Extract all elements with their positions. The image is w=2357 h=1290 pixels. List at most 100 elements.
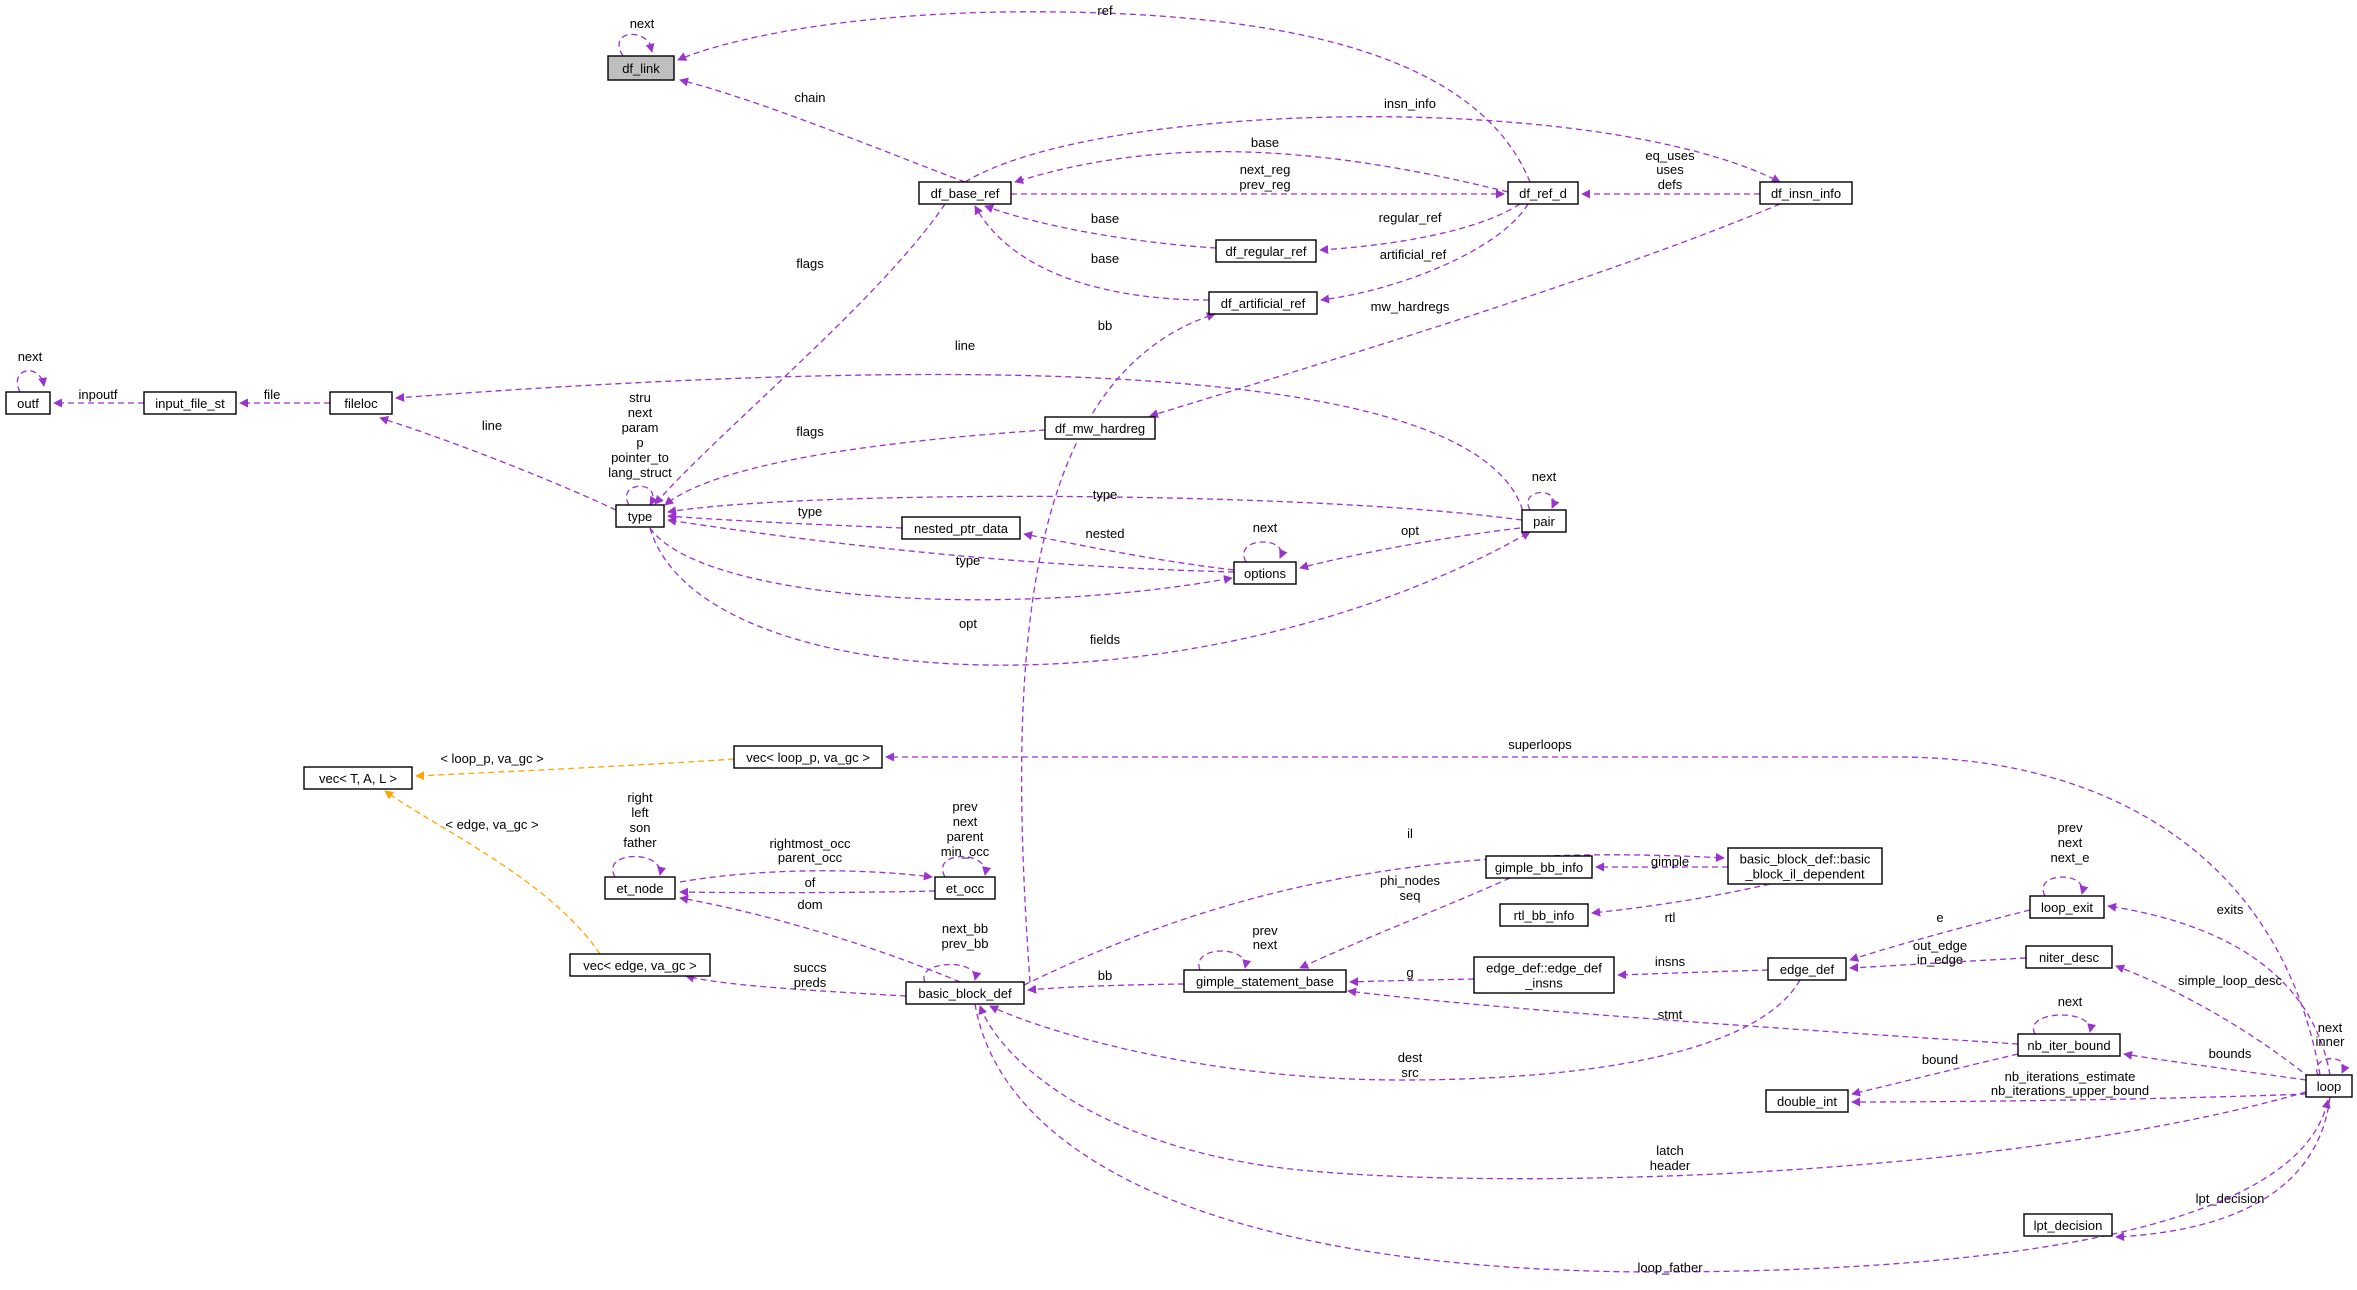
edge-line	[1020, 312, 1216, 983]
node-box	[901, 516, 1021, 540]
edge-line	[664, 429, 1046, 506]
node-df-artificial-ref[interactable]: df_artificial_ref	[1208, 291, 1318, 315]
node-box	[1759, 181, 1853, 205]
node-niter-desc[interactable]: niter_desc	[2025, 945, 2113, 969]
node-outf[interactable]: outf	[5, 391, 51, 415]
edge-label: exits	[2217, 902, 2244, 917]
edge-line	[1319, 203, 1521, 254]
nodes-layer: df_link df_base_ref df_ref_d df_insn_infodf…	[5, 55, 2353, 1237]
edge-outf-to-outf: next	[16, 349, 48, 393]
edge-label: next	[2058, 835, 2083, 850]
node-input-file-st[interactable]: input_file_st	[143, 391, 237, 415]
edge-label: p	[636, 435, 643, 450]
node-label: basic_block_def	[918, 986, 1012, 1001]
edge-gimple_statement_base-to-basic_block_def: bb	[1027, 968, 1185, 994]
node-label: rtl_bb_info	[1514, 908, 1575, 923]
edge-label: next	[18, 349, 43, 364]
edge-label: next	[1253, 520, 1278, 535]
node-nb-iter-bound[interactable]: nb_iter_bound	[2017, 1033, 2121, 1057]
node-label: _block_il_dependent	[1744, 867, 1865, 882]
edge-label: type	[1093, 487, 1118, 502]
node-options[interactable]: options	[1233, 561, 1297, 585]
node-box	[143, 391, 237, 415]
edge-label: base	[1091, 251, 1119, 266]
edge-options-to-options: next	[1243, 520, 1288, 563]
edge-label: next_reg	[1240, 162, 1291, 177]
node-basic-block-def[interactable]: basic_block_def	[905, 981, 1025, 1005]
node-df-regular-ref[interactable]: df_regular_ref	[1215, 239, 1317, 263]
node-vec-T-A-L[interactable]: vec< T, A, L >	[303, 766, 413, 790]
node-label: input_file_st	[155, 396, 225, 411]
node-nested-ptr-data[interactable]: nested_ptr_data	[901, 516, 1021, 540]
edge-label: dom	[797, 897, 822, 912]
edge-label: right	[627, 790, 653, 805]
node-label: niter_desc	[2039, 950, 2099, 965]
node-et-occ[interactable]: et_occ	[934, 876, 996, 900]
edge-label: base	[1091, 211, 1119, 226]
node-box	[1521, 509, 1567, 533]
edge-line	[923, 963, 982, 983]
edge-fileloc-to-input_file_st: file	[239, 387, 330, 408]
node-type[interactable]: type	[615, 504, 665, 528]
node-vec-loop-p[interactable]: vec< loop_p, va_gc >	[733, 745, 883, 769]
node-lpt-decision[interactable]: lpt_decision	[2023, 1213, 2113, 1237]
edge-vec_loop_p-to-vec_T_A_L: < loop_p, va_gc >	[415, 751, 735, 781]
node-edge-def-insns[interactable]: edge_def::edge_def_insns	[1473, 956, 1615, 994]
node-label: edge_def	[1780, 962, 1835, 977]
edge-label: prev_reg	[1239, 177, 1290, 192]
edge-line	[1243, 541, 1288, 563]
node-df-mw-hardreg[interactable]: df_mw_hardreg	[1044, 416, 1156, 440]
node-label: vec< T, A, L >	[319, 771, 397, 786]
edge-label: e	[1936, 910, 1943, 925]
edge-line	[1349, 977, 1475, 987]
edge-label: insns	[1655, 954, 1686, 969]
node-loop-exit[interactable]: loop_exit	[2029, 895, 2105, 919]
node-label: edge_def::edge_def	[1486, 961, 1602, 976]
edge-line	[1851, 1053, 2019, 1097]
node-double-int[interactable]: double_int	[1765, 1089, 1849, 1113]
edge-df_insn_info-to-df_mw_hardreg: mw_hardregs	[1149, 203, 1781, 418]
node-gimple-statement-base[interactable]: gimple_statement_base	[1183, 969, 1347, 993]
node-label: et_occ	[946, 881, 985, 896]
node-fileloc[interactable]: fileloc	[329, 391, 393, 415]
edge-df_ref_d-to-df_base_ref: base	[1014, 135, 1509, 193]
edge-label: type	[956, 553, 981, 568]
edge-df_mw_hardreg-to-type: flags	[664, 424, 1046, 506]
node-gimple-bb-info[interactable]: gimple_bb_info	[1485, 855, 1593, 879]
node-bb-il-dependent[interactable]: basic_block_def::basic_block_il_dependen…	[1727, 847, 1883, 885]
node-df-ref-d[interactable]: df_ref_d	[1507, 181, 1579, 205]
node-vec-edge[interactable]: vec< edge, va_gc >	[569, 953, 711, 977]
edge-basic_block_def-to-et_node: dom	[679, 894, 961, 983]
node-box	[905, 981, 1025, 1005]
edge-label: next	[630, 16, 655, 31]
node-rtl-bb-info[interactable]: rtl_bb_info	[1499, 903, 1589, 927]
node-loop[interactable]: loop	[2305, 1074, 2353, 1098]
edge-line	[384, 790, 601, 955]
edge-label: file	[264, 387, 281, 402]
edge-label: opt	[1401, 523, 1419, 538]
node-df-link[interactable]: df_link	[607, 55, 675, 81]
node-box	[1765, 1089, 1849, 1113]
node-label: vec< edge, va_gc >	[583, 958, 696, 973]
node-df-insn-info[interactable]: df_insn_info	[1759, 181, 1853, 205]
node-pair[interactable]: pair	[1521, 509, 1567, 533]
node-box	[2025, 945, 2113, 969]
node-edge-def[interactable]: edge_def	[1767, 957, 1847, 981]
edge-label: preds	[794, 975, 827, 990]
node-df-base-ref[interactable]: df_base_ref	[918, 181, 1012, 205]
node-et-node[interactable]: et_node	[604, 876, 676, 900]
node-label: _insns	[1524, 976, 1563, 991]
node-box	[1208, 291, 1318, 315]
edge-label: father	[623, 835, 657, 850]
node-label: loop_exit	[2041, 900, 2093, 915]
node-box	[1485, 855, 1593, 879]
node-label: gimple_bb_info	[1495, 860, 1583, 875]
edge-label: bb	[1098, 318, 1112, 333]
edge-label: next	[2318, 1020, 2343, 1035]
